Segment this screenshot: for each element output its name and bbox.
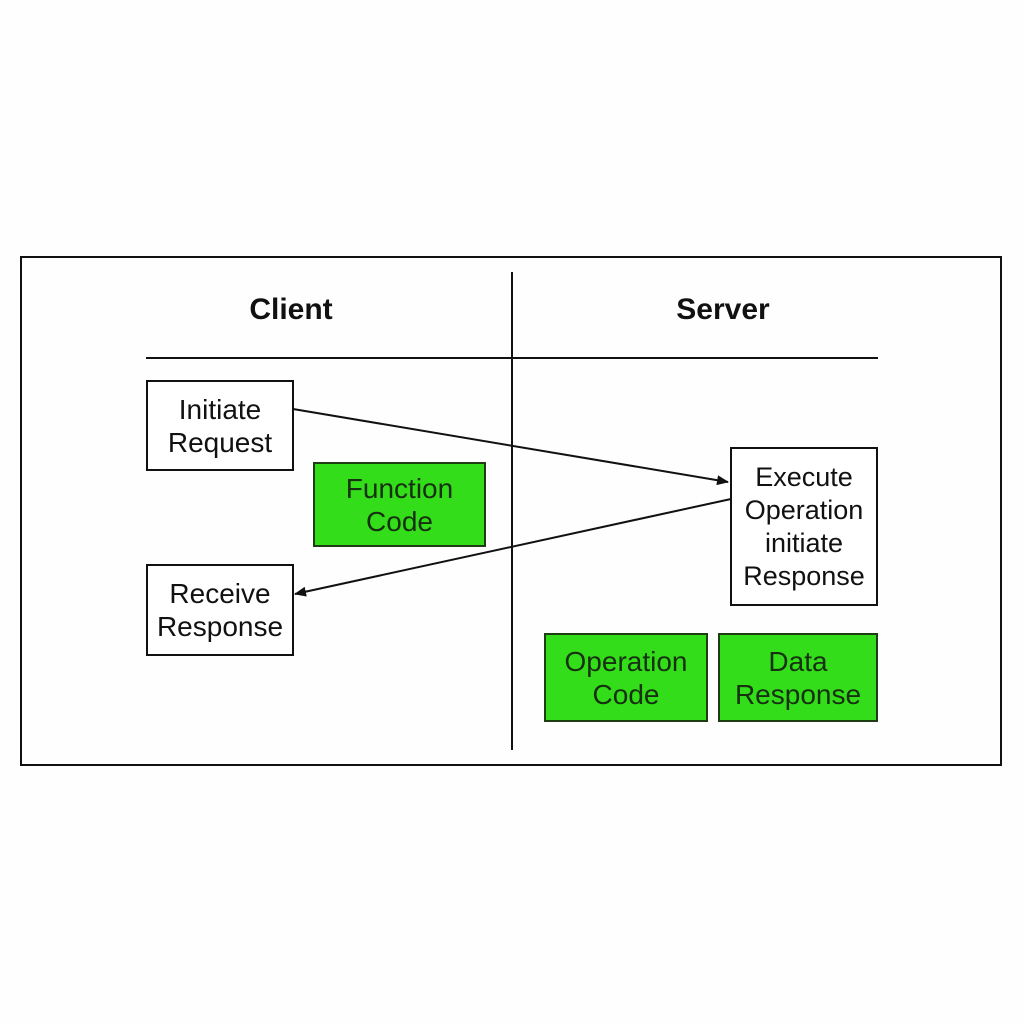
node-label-line: Code — [366, 505, 433, 537]
node-label-line: Function — [345, 472, 454, 504]
node-label-line: Initiate — [178, 393, 262, 425]
receive-response-node: Receive Response — [146, 564, 294, 656]
diagram-frame — [20, 256, 1002, 766]
node-label-line: Response — [734, 678, 862, 710]
node-label-line: Operation — [564, 645, 688, 677]
client-lane-title: Client — [249, 293, 333, 326]
node-label-line: Response — [743, 560, 865, 591]
node-label-line: Receive — [169, 578, 271, 609]
node-label-line: Code — [592, 678, 660, 710]
node-label-line: Data — [768, 645, 828, 677]
operation-code-node: Operation Code — [544, 633, 708, 722]
function-code-node: Function Code — [313, 462, 486, 547]
node-label-line: initiate — [764, 527, 844, 558]
data-response-node: Data Response — [718, 633, 878, 722]
node-label-line: Response — [156, 611, 284, 642]
node-label-line: Request — [167, 426, 273, 458]
node-label-line: Operation — [744, 494, 864, 525]
node-label-line: Execute — [755, 461, 853, 492]
initiate-request-node: Initiate Request — [146, 380, 294, 471]
server-lane-title: Server — [676, 293, 770, 326]
execute-operation-node: Execute Operation initiate Response — [730, 447, 878, 606]
